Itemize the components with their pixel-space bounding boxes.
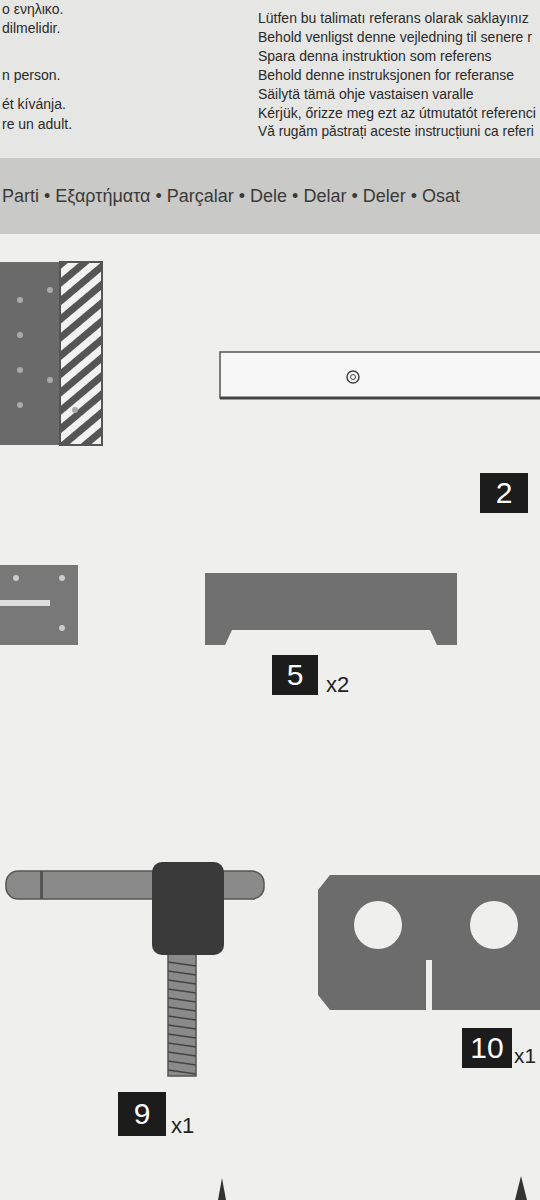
callout-number: 10 bbox=[462, 1028, 512, 1068]
quantity: x2 bbox=[326, 672, 349, 697]
instruction-text: ο ενηλικο. bbox=[2, 1, 63, 17]
instruction-text: Spara denna instruktion som referens bbox=[258, 48, 491, 64]
instruction-text: re un adult. bbox=[2, 116, 72, 132]
instruction-text: Säilytä tämä ohje vastaisen varalle bbox=[258, 86, 474, 102]
quantity: x1 bbox=[171, 1113, 194, 1138]
part-block bbox=[0, 262, 102, 445]
callout-number: 5 bbox=[272, 655, 318, 695]
instruction-text: Behold denne instruksjonen for referanse bbox=[258, 67, 514, 83]
part-slotted-block bbox=[0, 565, 78, 645]
callout-number: 2 bbox=[480, 473, 528, 513]
callout-number: 9 bbox=[118, 1092, 166, 1136]
quantity: x1 bbox=[514, 1044, 536, 1068]
part-plate bbox=[318, 875, 540, 1010]
part-rail bbox=[205, 573, 457, 645]
instruction-text: Kérjük, őrizze meg ezt az útmutatót refe… bbox=[258, 105, 536, 121]
parts-heading: Parti • Εξαρτήματα • Parçalar • Dele • D… bbox=[2, 186, 460, 207]
instruction-text: dilmelidir. bbox=[2, 20, 60, 36]
instruction-text: ét kívánja. bbox=[2, 96, 66, 112]
instruction-text: Vă rugăm păstrați aceste instrucțiuni ca… bbox=[258, 124, 534, 140]
instruction-text: Lütfen bu talimatı referans olarak sakla… bbox=[258, 10, 529, 26]
part-board bbox=[220, 352, 540, 398]
part-t-screw bbox=[6, 862, 264, 1076]
instruction-text: Behold venligst denne vejledning til sen… bbox=[258, 29, 532, 45]
instruction-text: n person. bbox=[2, 67, 60, 83]
